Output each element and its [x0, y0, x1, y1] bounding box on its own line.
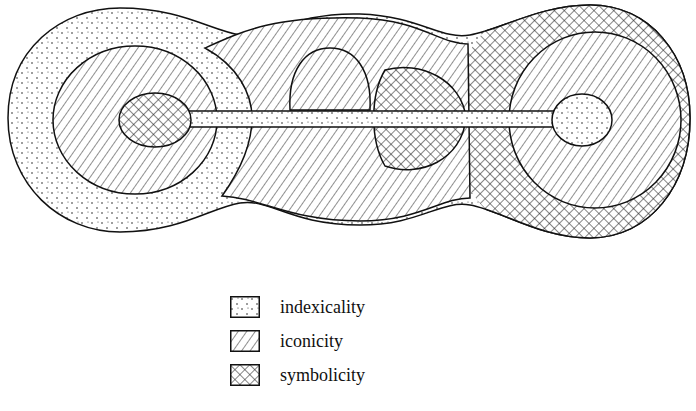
legend-swatch: [230, 330, 260, 352]
legend-swatch-box: [231, 297, 260, 318]
legend-swatch-graphic: [230, 330, 260, 352]
legend-item: iconicity: [230, 324, 365, 358]
legend-item: indexicality: [230, 290, 365, 324]
legend-swatch: [230, 364, 260, 386]
middle-inner-lobe: [290, 48, 370, 110]
left-cross-core: [119, 93, 191, 147]
right-dotted-core: [552, 94, 612, 146]
legend: indexicality iconicity symbolicity: [230, 290, 365, 392]
legend-swatch-box: [231, 331, 260, 352]
legend-swatch-graphic: [230, 364, 260, 386]
legend-label: indexicality: [280, 297, 365, 318]
outer-region: [8, 5, 690, 238]
legend-label: iconicity: [280, 331, 343, 352]
legend-swatch-box: [231, 365, 260, 386]
legend-label: symbolicity: [280, 365, 365, 386]
channel: [185, 111, 557, 127]
right-outer-band: [8, 5, 690, 238]
legend-swatch: [230, 296, 260, 318]
legend-swatch-graphic: [230, 296, 260, 318]
legend-item: symbolicity: [230, 358, 365, 392]
